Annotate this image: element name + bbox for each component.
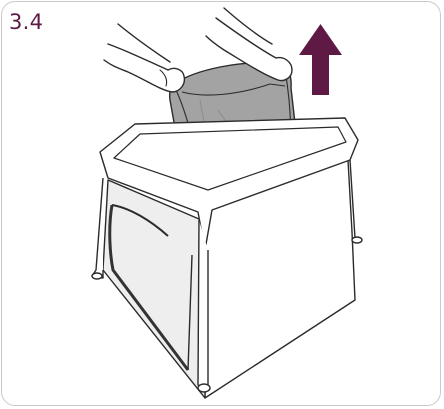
hands: [103, 7, 293, 93]
arrow-head: [299, 24, 342, 55]
zip-top: [111, 204, 169, 237]
cot-leg-front: [197, 219, 209, 389]
cot-foot-right: [351, 236, 363, 244]
front-zip: [108, 204, 190, 371]
zip-side: [187, 254, 193, 371]
travel-cot: [91, 117, 363, 399]
left-thumb: [159, 69, 168, 87]
cot-front-mesh: [102, 179, 207, 399]
left-arm-line: [117, 23, 171, 63]
arrow-up-icon: [299, 24, 342, 95]
arrow-shaft: [312, 52, 329, 95]
cot-foot-front: [197, 383, 211, 393]
cot-leg-left: [91, 177, 104, 279]
bag-fold: [181, 83, 286, 96]
right-hand: [205, 17, 293, 82]
cot-foot-left: [91, 272, 103, 280]
rail-inner-edge: [113, 126, 347, 191]
step-number: 3.4: [9, 10, 44, 34]
right-arm-line: [223, 7, 273, 45]
cot-top-rail: [99, 117, 359, 251]
left-hand: [103, 43, 186, 93]
